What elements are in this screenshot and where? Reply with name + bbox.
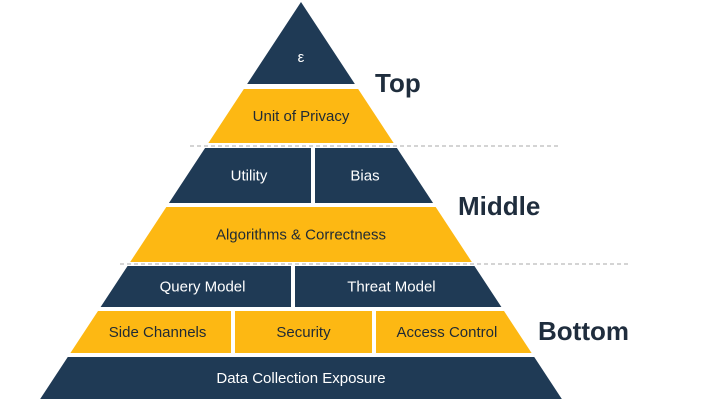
- block-side-channels-label: Side Channels: [109, 324, 207, 341]
- level-label-bottom: Bottom: [538, 316, 629, 346]
- block-unit-of-privacy-label: Unit of Privacy: [253, 108, 350, 125]
- block-threat-model: [295, 266, 502, 307]
- block-data-collection-exposure-label: Data Collection Exposure: [216, 370, 385, 387]
- block-side-channels: [70, 311, 231, 353]
- block-bias: [315, 148, 434, 203]
- block-access-control: [376, 311, 532, 353]
- block-security: [235, 311, 372, 353]
- block-utility: [168, 148, 311, 203]
- block-security-label: Security: [276, 324, 331, 341]
- block-epsilon: [247, 2, 355, 84]
- level-label-top: Top: [375, 68, 421, 98]
- block-algorithms-correctness-label: Algorithms & Correctness: [216, 227, 386, 244]
- block-utility-label: Utility: [231, 168, 268, 185]
- block-query-model: [100, 266, 292, 307]
- block-threat-model-label: Threat Model: [347, 279, 435, 296]
- block-query-model-label: Query Model: [160, 279, 246, 296]
- block-bias-label: Bias: [350, 168, 379, 185]
- block-algorithms-correctness: [130, 207, 472, 262]
- block-epsilon-label: ε: [298, 49, 305, 66]
- block-data-collection-exposure: [40, 357, 562, 399]
- block-unit-of-privacy: [208, 89, 394, 143]
- level-label-middle: Middle: [458, 191, 540, 221]
- block-access-control-label: Access Control: [396, 324, 497, 341]
